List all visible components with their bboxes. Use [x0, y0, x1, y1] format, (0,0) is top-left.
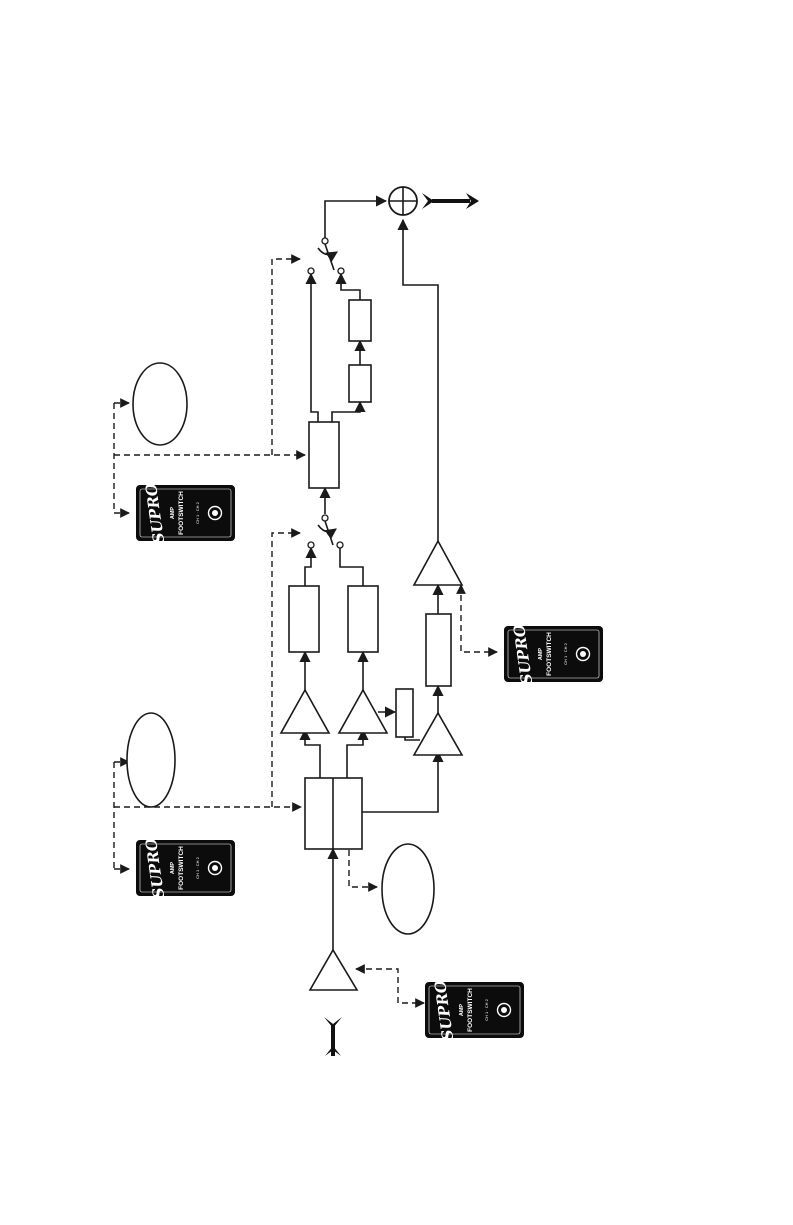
- effect-block-2: [349, 300, 371, 341]
- footswitch-markings: CH 1 · CH 2: [563, 642, 568, 665]
- effect-loop-amplifier: [414, 713, 462, 755]
- footswitch-title: FOOTSWITCH: [178, 846, 185, 890]
- footswitch-markings: CH 1 · CH 2: [195, 501, 200, 524]
- footswitch-pedal-input: SUPRO AMP FOOTSWITCH CH 1 · CH 2: [426, 979, 523, 1042]
- input-arrow-icon: [324, 1017, 342, 1056]
- loop-block: [426, 614, 451, 686]
- summing-junction-icon: [389, 187, 417, 215]
- footswitch-amp-label: AMP: [538, 648, 544, 661]
- selector-switch-icon: [308, 238, 344, 548]
- footswitch-title: FOOTSWITCH: [178, 491, 185, 535]
- signal-wires: [305, 193, 479, 1056]
- footswitch-title: FOOTSWITCH: [467, 988, 474, 1032]
- channel-1-tone-stack: [289, 586, 319, 652]
- footswitch-amp-label: AMP: [170, 507, 176, 520]
- channel-1-preamp: [281, 690, 329, 733]
- control-oval-top: [133, 363, 187, 445]
- effect-block-1: [349, 365, 371, 402]
- coupling-block: [396, 689, 413, 737]
- effects-splitter-block: [309, 422, 339, 488]
- footswitch-pedal-middle: SUPRO AMP FOOTSWITCH CH 1 · CH 2: [137, 837, 234, 900]
- footswitch-amp-label: AMP: [459, 1004, 465, 1017]
- footswitch-markings: CH 1 · CH 2: [484, 998, 489, 1021]
- output-arrow-icon: [422, 193, 479, 209]
- channel-2-tone-stack: [348, 586, 378, 652]
- footswitch-amp-label: AMP: [170, 862, 176, 875]
- footswitch-pedal-loop: SUPRO AMP FOOTSWITCH CH 1 · CH 2: [505, 623, 602, 686]
- footswitch-pedal-top: SUPRO AMP FOOTSWITCH CH 1 · CH 2: [137, 482, 234, 545]
- control-oval-middle: [127, 713, 175, 807]
- output-amplifier: [414, 541, 462, 585]
- control-oval-bottom: [382, 844, 434, 934]
- footswitch-title: FOOTSWITCH: [546, 632, 553, 676]
- footswitch-markings: CH 1 · CH 2: [195, 856, 200, 879]
- input-amplifier: [310, 950, 357, 990]
